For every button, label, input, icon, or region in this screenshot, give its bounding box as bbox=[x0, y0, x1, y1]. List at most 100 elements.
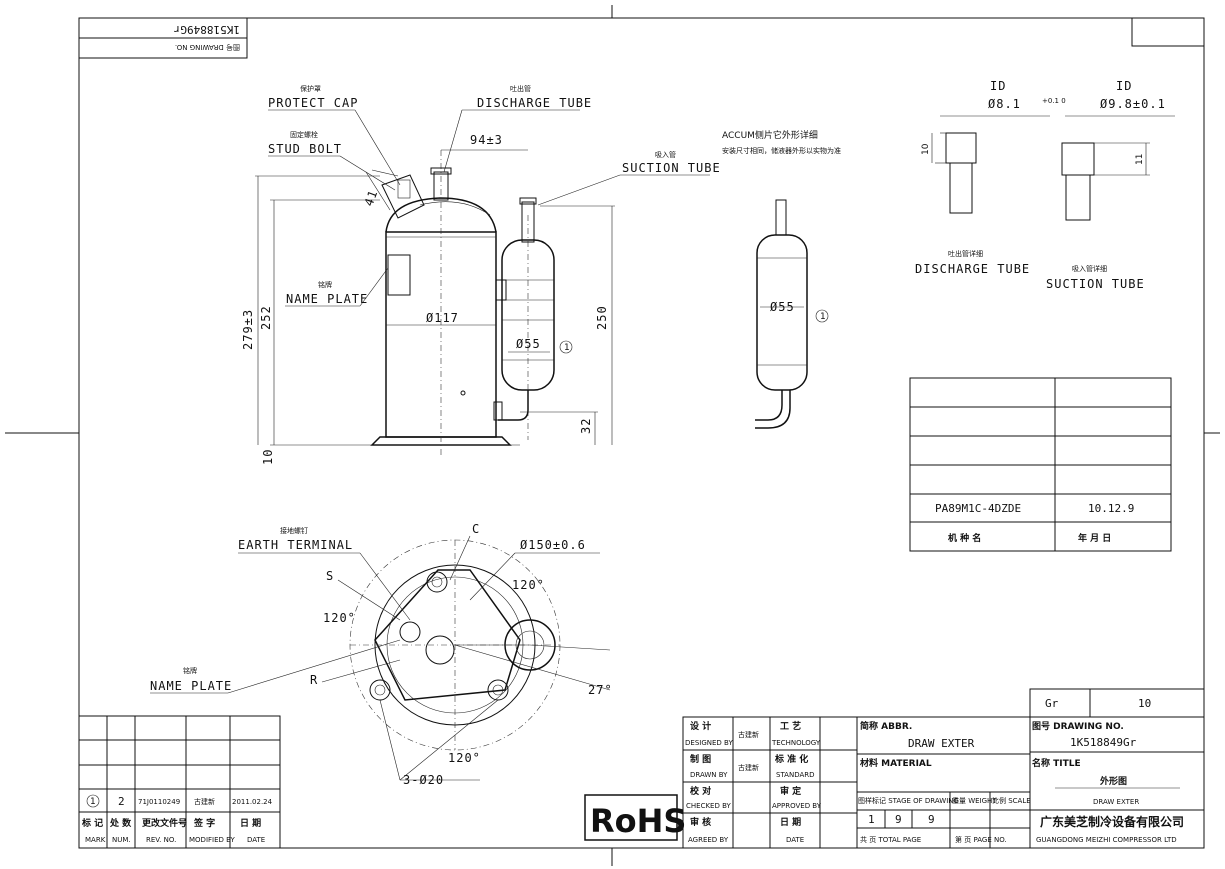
id1-label: ID bbox=[990, 79, 1006, 93]
date-en: DATE bbox=[786, 836, 804, 844]
suction-detail-cn: 吸入管详细 bbox=[1072, 264, 1107, 273]
scale-label: 比例 SCALE bbox=[992, 796, 1031, 805]
rev-h-doc-cn: 更改文件号 bbox=[142, 817, 187, 829]
title-en: DRAW EXTER bbox=[1093, 798, 1139, 806]
approved-en: APPROVED BY bbox=[772, 802, 822, 810]
rev-doc: 71J0110249 bbox=[138, 798, 180, 806]
gr-value: 10 bbox=[1138, 697, 1151, 710]
suction-detail-label: SUCTION TUBE bbox=[1046, 277, 1145, 291]
abbr-label: 简称 ABBR. bbox=[860, 720, 912, 732]
name-plate-label: NAME PLATE bbox=[286, 292, 368, 306]
checked-cn: 校 对 bbox=[690, 785, 711, 797]
dim-10: 10 bbox=[261, 449, 275, 465]
page-no: 第 页 PAGE NO. bbox=[955, 835, 1007, 844]
rotated-drawing-no-label: 图号 DRAWING NO. bbox=[175, 43, 240, 51]
dim-150: Ø150±0.6 bbox=[520, 538, 586, 552]
stage-9b: 9 bbox=[928, 813, 935, 826]
agreed-cn: 审 核 bbox=[690, 816, 711, 828]
tube-details: ID Ø8.1 +0.1 0 10 吐出管详细 DISCHARGE TUBE I… bbox=[915, 79, 1175, 291]
company-cn: 广东美芝制冷设备有限公司 bbox=[1040, 814, 1184, 829]
rev-count: 2 bbox=[118, 795, 125, 808]
holes-dim: 3-Ø20 bbox=[403, 773, 444, 787]
drawing-no-label: 图号 DRAWING NO. bbox=[1032, 721, 1124, 732]
corner-box bbox=[1131, 17, 1205, 47]
model-col-name: 机 种 名 bbox=[948, 532, 981, 544]
model-table: PA89M1C-4DZDE 10.12.9 机 种 名 年 月 日 bbox=[909, 377, 1172, 552]
rohs-text: RoHS bbox=[590, 802, 686, 840]
company-en: GUANGDONG MEIZHI COMPRESSOR LTD bbox=[1036, 836, 1177, 844]
dim-250: 250 bbox=[595, 305, 609, 330]
angle-120-b: 120° bbox=[323, 611, 356, 625]
protect-cap-label: PROTECT CAP bbox=[268, 96, 358, 110]
drawn-en: DRAWN BY bbox=[690, 771, 728, 779]
model-date: 10.12.9 bbox=[1088, 502, 1134, 515]
rohs-mark: RoHS bbox=[584, 794, 686, 841]
material-label: 材料 MATERIAL bbox=[859, 757, 932, 769]
rev-h-date-cn: 日 期 bbox=[240, 817, 261, 829]
title-block: Gr 10 设 计 DESIGNED BY 古建新 工 艺 TECHNOLOGY… bbox=[682, 688, 1205, 849]
stage-label: 图样标记 STAGE OF DRAWING bbox=[858, 796, 959, 805]
rev-h-sign-cn: 签 字 bbox=[193, 817, 215, 829]
designed-en: DESIGNED BY bbox=[685, 739, 733, 747]
stud-bolt-cn: 固定螺栓 bbox=[290, 130, 318, 139]
rev-h-date: DATE bbox=[247, 836, 265, 844]
earth-terminal-label: EARTH TERMINAL bbox=[238, 538, 353, 552]
rev-h-mark-cn: 标 记 bbox=[81, 817, 103, 829]
compressor-front-view: 1 94±3 41 279±3 252 250 Ø117 Ø55 32 10 保… bbox=[241, 84, 720, 465]
rev-mark: 1 bbox=[90, 797, 96, 807]
rev-h-count: NUM. bbox=[112, 836, 131, 844]
stage-1: 1 bbox=[868, 813, 875, 826]
title-label: 名称 TITLE bbox=[1032, 757, 1081, 769]
total-page: 共 页 TOTAL PAGE bbox=[860, 835, 921, 844]
dim-252: 252 bbox=[259, 305, 273, 330]
dim-117: Ø117 bbox=[426, 311, 459, 325]
name-plate-label-2: NAME PLATE bbox=[150, 679, 232, 693]
dim-s: S bbox=[326, 569, 334, 583]
id1-tol: +0.1 0 bbox=[1042, 97, 1066, 105]
dim-279: 279±3 bbox=[241, 309, 255, 350]
dim-c: C bbox=[472, 522, 480, 536]
id2-label: ID bbox=[1116, 79, 1132, 93]
discharge-tube-cn: 吐出管 bbox=[510, 84, 531, 93]
stage-9a: 9 bbox=[895, 813, 902, 826]
suction-tube-cn: 吸入管 bbox=[655, 150, 676, 159]
accum-note-2: 安装尺寸相同，储液器外形以实物为准 bbox=[722, 146, 841, 155]
rev-h-sign: MODIFIED BY bbox=[189, 836, 236, 844]
agreed-en: AGREED BY bbox=[688, 836, 729, 844]
dim-32: 32 bbox=[579, 418, 593, 434]
gr-label: Gr bbox=[1045, 697, 1059, 710]
rev-h-mark: MARK bbox=[85, 836, 106, 844]
rotated-drawing-no-box: 1K518849Gr 图号 DRAWING NO. bbox=[78, 17, 248, 59]
drawn-cn: 制 图 bbox=[690, 753, 711, 765]
date-cn: 日 期 bbox=[780, 816, 801, 828]
circle-ref-1: 1 bbox=[564, 343, 570, 353]
checked-en: CHECKED BY bbox=[686, 802, 732, 810]
h10-dim: 10 bbox=[921, 143, 931, 155]
model-col-date: 年 月 日 bbox=[1078, 532, 1111, 544]
weight-label: 重量 WEIGHT bbox=[952, 797, 997, 805]
angle-120-c: 120° bbox=[448, 751, 481, 765]
drawing-no-value: 1K518849Gr bbox=[1070, 736, 1137, 749]
abbr-value: DRAW EXTER bbox=[908, 737, 975, 750]
std-cn: 标 准 化 bbox=[774, 753, 808, 765]
name-plate-cn: 铭牌 bbox=[318, 280, 332, 289]
accum-note-1: ACCUM侧片它外形详细 bbox=[722, 129, 818, 141]
std-en: STANDARD bbox=[776, 771, 815, 779]
designer-name: 古建新 bbox=[738, 730, 759, 739]
angle-27: 27° bbox=[588, 683, 613, 697]
id1-value: Ø8.1 bbox=[988, 97, 1021, 111]
drawer-name: 古建新 bbox=[738, 763, 759, 772]
tech-en: TECHNOLOGY bbox=[771, 739, 821, 747]
rev-signer: 古建新 bbox=[194, 797, 215, 806]
stud-bolt-label: STUD BOLT bbox=[268, 142, 342, 156]
dim-41: 41 bbox=[362, 188, 381, 208]
model-name: PA89M1C-4DZDE bbox=[935, 502, 1021, 515]
h11-dim: 11 bbox=[1135, 154, 1145, 165]
earth-terminal-cn: 接地螺钉 bbox=[280, 526, 308, 535]
discharge-tube-label: DISCHARGE TUBE bbox=[477, 96, 592, 110]
revision-table: 1 2 71J0110249 古建新 2011.02.24 标 记 处 数 更改… bbox=[78, 715, 281, 849]
rotated-drawing-no: 1K518849Gr bbox=[173, 23, 240, 36]
designed-cn: 设 计 bbox=[690, 720, 711, 732]
rev-h-doc: REV. NO. bbox=[146, 836, 176, 844]
